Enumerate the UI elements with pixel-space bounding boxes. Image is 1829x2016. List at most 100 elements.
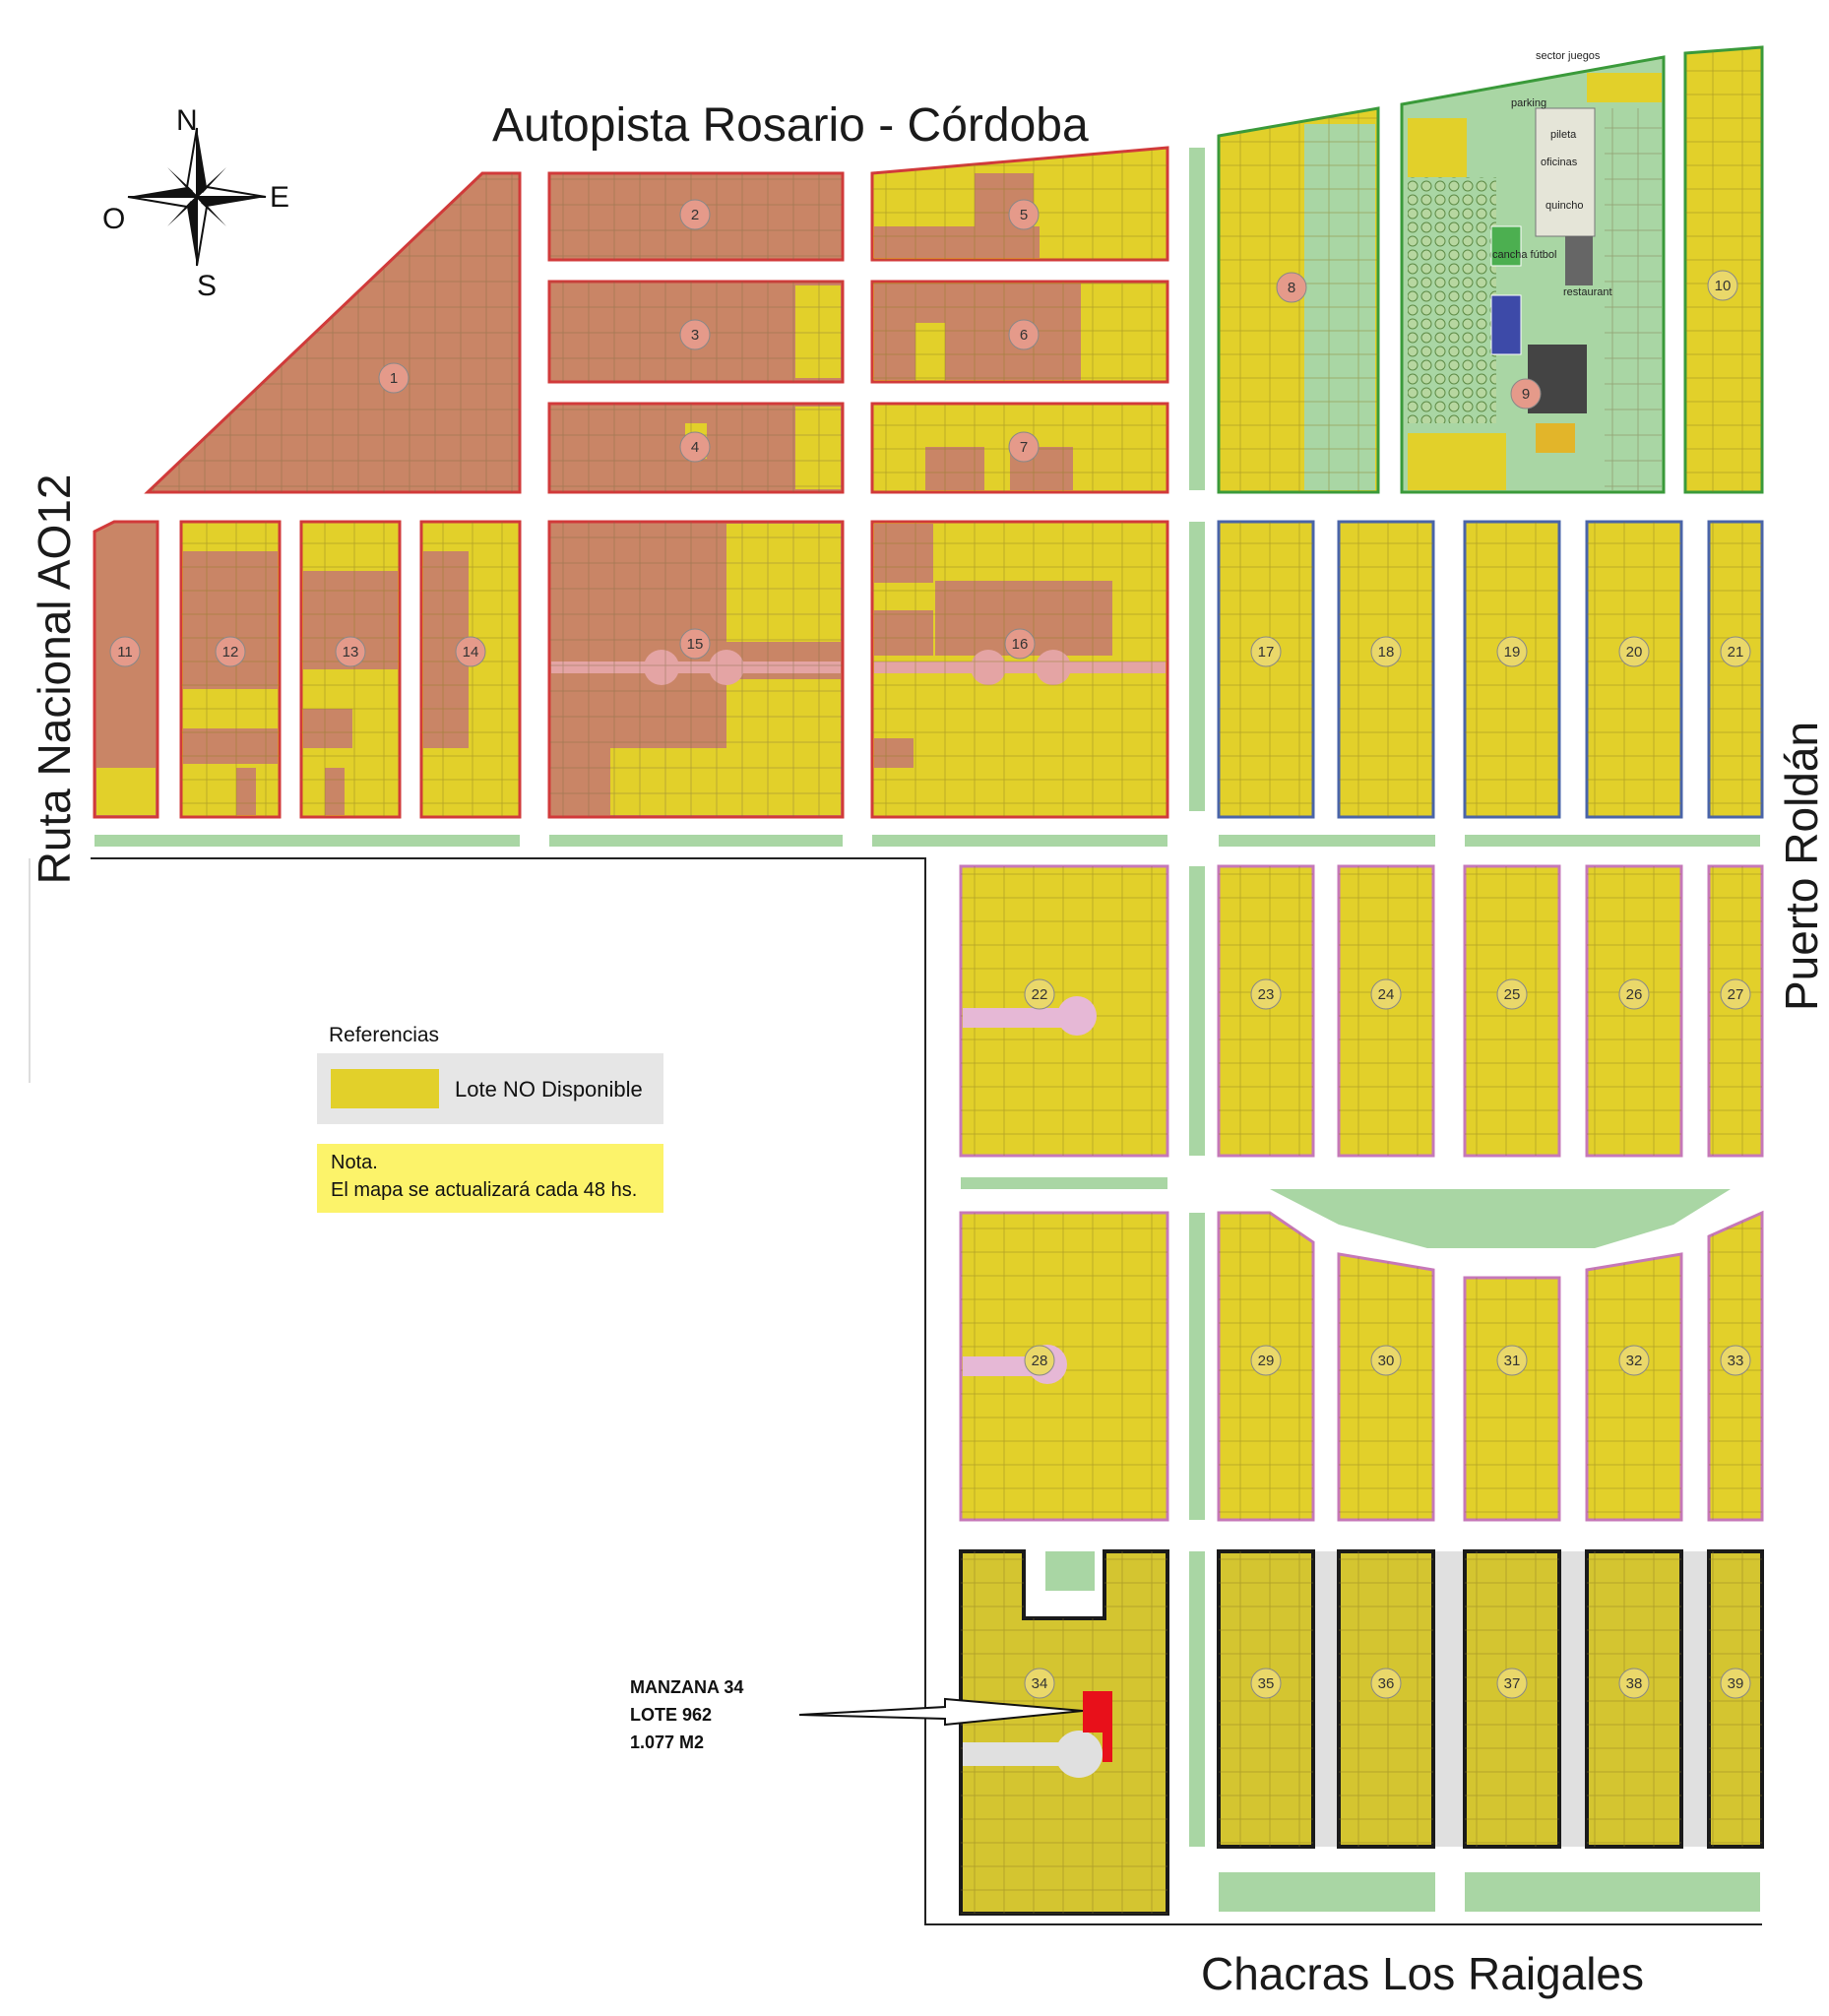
- block-19[interactable]: [1463, 520, 1561, 819]
- block-13[interactable]: [299, 520, 402, 819]
- block-35[interactable]: [1217, 1549, 1315, 1849]
- block-circle-30: [1370, 1345, 1402, 1376]
- block-number-3: 3: [691, 327, 699, 344]
- block-2[interactable]: [547, 171, 845, 262]
- road-label-left: Ruta Nacional AO12: [29, 473, 80, 885]
- block-18[interactable]: [1337, 520, 1435, 819]
- legend-box: Lote NO Disponible: [317, 1053, 663, 1124]
- block-36[interactable]: [1337, 1549, 1435, 1849]
- block-number-36: 36: [1378, 1675, 1395, 1692]
- block-number-32: 32: [1626, 1353, 1643, 1369]
- block-number-22: 22: [1032, 986, 1048, 1003]
- legend-title: Referencias: [329, 1024, 440, 1046]
- block-37[interactable]: [1463, 1549, 1561, 1849]
- block-6[interactable]: [870, 280, 1169, 384]
- block-number-4: 4: [691, 439, 699, 456]
- block-circle-31: [1496, 1345, 1528, 1376]
- block-circle-35: [1250, 1668, 1282, 1699]
- block-number-35: 35: [1258, 1675, 1275, 1692]
- lot-callout: MANZANA 34 LOTE 962 1.077 M2: [630, 1673, 743, 1756]
- block-28[interactable]: [959, 1211, 1169, 1522]
- callout-lote: LOTE 962: [630, 1705, 713, 1725]
- block-26[interactable]: [1585, 864, 1683, 1158]
- block-circle-8: [1276, 272, 1307, 303]
- block-circle-25: [1496, 978, 1528, 1010]
- block-number-34: 34: [1032, 1675, 1048, 1692]
- lot-962-highlight: [1083, 1691, 1112, 1762]
- block-circle-3: [679, 319, 711, 350]
- block-number-15: 15: [687, 636, 704, 653]
- block-number-31: 31: [1504, 1353, 1521, 1369]
- block-17[interactable]: [1217, 520, 1315, 819]
- block-circle-33: [1720, 1345, 1751, 1376]
- block-30[interactable]: [1337, 1252, 1435, 1522]
- block-circle-12: [215, 636, 246, 667]
- block-number-30: 30: [1378, 1353, 1395, 1369]
- amenity-sector-juegos: sector juegos: [1536, 50, 1601, 62]
- block-25[interactable]: [1463, 864, 1561, 1158]
- block-circle-2: [679, 199, 711, 230]
- block-number-38: 38: [1626, 1675, 1643, 1692]
- block-circle-14: [455, 636, 486, 667]
- block-22[interactable]: [959, 864, 1169, 1158]
- block-number-14: 14: [463, 644, 479, 661]
- callout-arrow: [798, 1697, 1084, 1727]
- block-number-25: 25: [1504, 986, 1521, 1003]
- block-number-9: 9: [1522, 386, 1530, 403]
- callout-manzana: MANZANA 34: [630, 1677, 744, 1697]
- block-circle-36: [1370, 1668, 1402, 1699]
- block-circle-20: [1618, 636, 1650, 667]
- block-number-23: 23: [1258, 986, 1275, 1003]
- amenity-pileta: pileta: [1550, 129, 1577, 141]
- legend-swatch: [331, 1069, 439, 1108]
- amenity-restaurant: restaurant: [1563, 286, 1612, 298]
- compass-north: N: [176, 104, 198, 137]
- block-circle-5: [1008, 199, 1040, 230]
- block-number-11: 11: [117, 644, 133, 661]
- block-1[interactable]: [144, 171, 522, 494]
- block-number-2: 2: [691, 207, 699, 223]
- amenity-cancha-futbol: cancha fútbol: [1492, 249, 1556, 261]
- block-number-17: 17: [1258, 644, 1275, 661]
- block-11[interactable]: [93, 520, 159, 819]
- block-20[interactable]: [1585, 520, 1683, 819]
- block-39[interactable]: [1707, 1549, 1764, 1849]
- block-14[interactable]: [419, 520, 522, 819]
- block-number-21: 21: [1728, 644, 1744, 661]
- amenity-oficinas: oficinas: [1541, 157, 1578, 168]
- block-circle-18: [1370, 636, 1402, 667]
- block-number-18: 18: [1378, 644, 1395, 661]
- block-9[interactable]: [1400, 55, 1666, 494]
- block-16[interactable]: [870, 520, 1169, 819]
- block-number-19: 19: [1504, 644, 1521, 661]
- block-circle-39: [1720, 1668, 1751, 1699]
- block-15[interactable]: [547, 520, 845, 819]
- block-23[interactable]: [1217, 864, 1315, 1158]
- block-number-26: 26: [1626, 986, 1643, 1003]
- block-number-8: 8: [1288, 280, 1295, 296]
- block-32[interactable]: [1585, 1252, 1683, 1522]
- block-number-12: 12: [222, 644, 239, 661]
- compass-west: O: [102, 203, 126, 235]
- block-34[interactable]: [959, 1549, 1169, 1916]
- note-text: El mapa se actualizará cada 48 hs.: [331, 1179, 638, 1201]
- block-38[interactable]: [1585, 1549, 1683, 1849]
- block-10[interactable]: [1683, 45, 1764, 494]
- block-number-24: 24: [1378, 986, 1395, 1003]
- block-circle-38: [1618, 1668, 1650, 1699]
- block-number-20: 20: [1626, 644, 1643, 661]
- block-31[interactable]: [1463, 1276, 1561, 1522]
- block-21[interactable]: [1707, 520, 1764, 819]
- site-boundary: [91, 857, 1762, 1925]
- block-12[interactable]: [179, 520, 282, 819]
- compass-icon: [127, 127, 267, 267]
- block-circle-1: [378, 362, 410, 394]
- block-circle-11: [109, 636, 141, 667]
- block-number-29: 29: [1258, 1353, 1275, 1369]
- block-24[interactable]: [1337, 864, 1435, 1158]
- block-circle-22: [1024, 978, 1055, 1010]
- block-27[interactable]: [1707, 864, 1764, 1158]
- block-circle-23: [1250, 978, 1282, 1010]
- block-circle-24: [1370, 978, 1402, 1010]
